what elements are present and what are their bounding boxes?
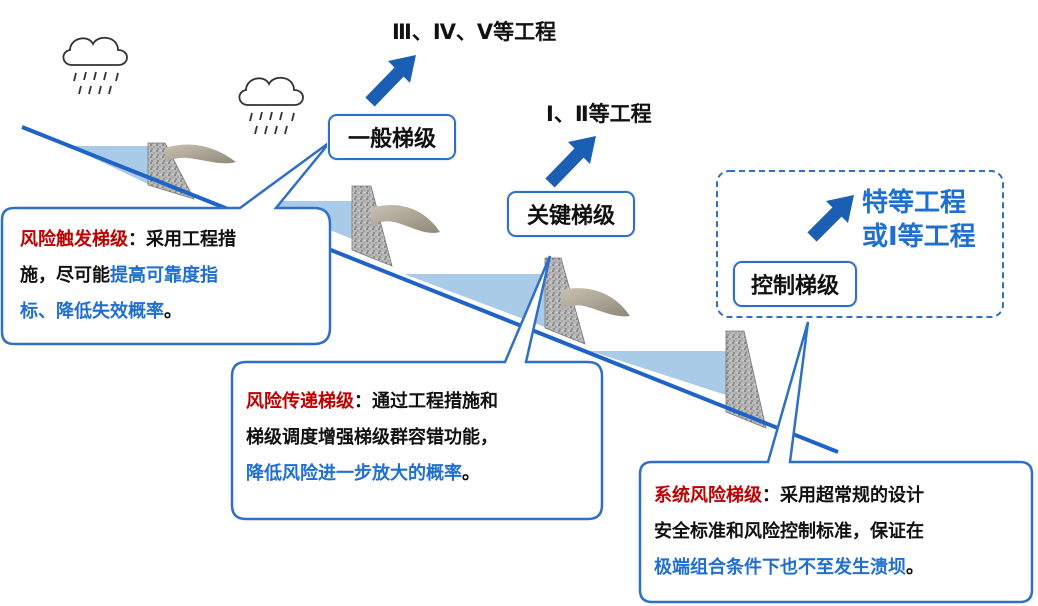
callout-trigger-highlight2: 标、降低失效概率 bbox=[20, 301, 164, 322]
control-level-box: 控制梯级 bbox=[733, 261, 857, 307]
callout-system-line3: 极端组合条件下也不至发生溃坝。 bbox=[654, 550, 1022, 586]
spillway-3 bbox=[561, 288, 630, 317]
callout-bubble-trigger bbox=[0, 140, 332, 346]
callout-trigger-line3: 标、降低失效概率。 bbox=[20, 294, 316, 330]
control-group-frame bbox=[716, 170, 1004, 318]
callout-transfer-highlight: 降低风险进一步放大的概率 bbox=[246, 463, 462, 484]
reservoir-3 bbox=[404, 274, 545, 327]
callout-system-text: 系统风险梯级：采用超常规的设计 安全标准和风险控制标准，保证在 极端组合条件下也… bbox=[646, 478, 1030, 586]
callout-transfer-end: 。 bbox=[462, 463, 480, 484]
spillway-1 bbox=[165, 144, 236, 164]
callout-system-line2: 安全标准和风险控制标准，保证在 bbox=[654, 521, 924, 542]
arrow-up-right-icon bbox=[545, 136, 596, 188]
callout-trigger-line1: 风险触发梯级：采用工程措 bbox=[20, 222, 316, 258]
control-eng-line2: 或Ⅰ等工程 bbox=[862, 222, 976, 252]
callout-bubble-system bbox=[638, 321, 1034, 604]
callout-system-title: 系统风险梯级 bbox=[654, 485, 762, 506]
callout-trigger-end: 。 bbox=[164, 301, 182, 322]
dam-1 bbox=[147, 142, 195, 200]
general-level-box: 一般梯级 bbox=[328, 114, 456, 160]
control-eng-line1: 特等工程 bbox=[862, 188, 967, 218]
river-line bbox=[21, 125, 839, 454]
rain-cloud-icon bbox=[62, 36, 128, 95]
callout-trigger-highlight1: 提高可靠度指 bbox=[110, 265, 218, 286]
callout-system-end: 。 bbox=[906, 557, 924, 578]
callout-transfer-text1: ：通过工程措施和 bbox=[354, 391, 498, 412]
general-eng-label: Ⅲ、Ⅳ、Ⅴ等工程 bbox=[392, 20, 557, 44]
callout-transfer-line3: 降低风险进一步放大的概率。 bbox=[246, 456, 590, 492]
callout-system-line1: 系统风险梯级：采用超常规的设计 bbox=[654, 478, 1022, 514]
callout-trigger-text2: 施，尽可能 bbox=[20, 265, 110, 286]
callout-bubble-transfer bbox=[230, 255, 604, 521]
callout-transfer-line1: 风险传递梯级：通过工程措施和 bbox=[246, 384, 590, 420]
callout-system-highlight: 极端组合条件下也不至发生溃坝 bbox=[654, 557, 906, 578]
reservoir-4 bbox=[590, 351, 726, 395]
callout-transfer-title: 风险传递梯级 bbox=[246, 391, 354, 412]
callout-trigger-line2: 施，尽可能提高可靠度指 bbox=[20, 258, 316, 294]
key-level-box: 关键梯级 bbox=[507, 191, 635, 237]
arrow-up-right-icon bbox=[365, 55, 416, 107]
callout-trigger-text: 风险触发梯级：采用工程措 施，尽可能提高可靠度指 标、降低失效概率。 bbox=[12, 222, 324, 330]
dam-2 bbox=[351, 185, 393, 267]
spillway-2 bbox=[371, 205, 440, 233]
callout-transfer-text: 风险传递梯级：通过工程措施和 梯级调度增强梯级群容错功能， 降低风险进一步放大的… bbox=[238, 384, 598, 492]
reservoir-1 bbox=[68, 146, 148, 184]
dam-4 bbox=[725, 330, 767, 429]
rain-cloud-icon bbox=[238, 76, 304, 135]
callout-trigger-text1: ：采用工程措 bbox=[128, 229, 236, 250]
callout-transfer-line2: 梯级调度增强梯级群容错功能， bbox=[246, 427, 498, 448]
callout-system-text1: ：采用超常规的设计 bbox=[762, 485, 924, 506]
control-eng-label: 特等工程 或Ⅰ等工程 bbox=[862, 186, 976, 254]
callout-trigger-title: 风险触发梯级 bbox=[20, 229, 128, 250]
arrow-up-right-icon bbox=[807, 195, 854, 242]
key-eng-label: Ⅰ、Ⅱ等工程 bbox=[546, 102, 652, 126]
